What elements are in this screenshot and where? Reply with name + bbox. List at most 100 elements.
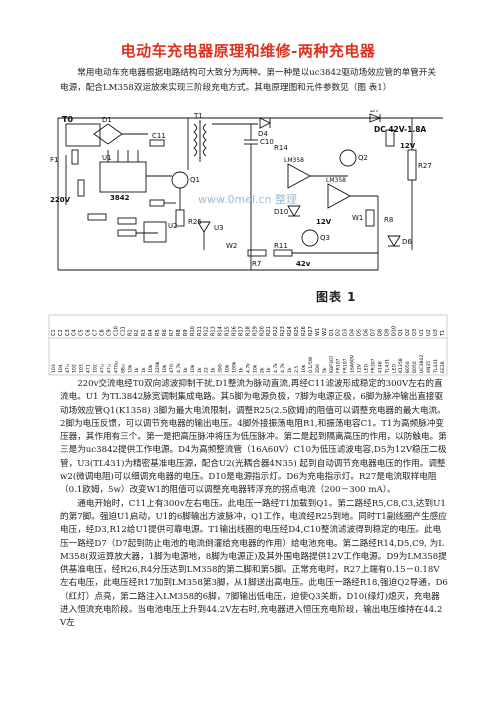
component-value: K1358 bbox=[398, 358, 404, 373]
component-value: EE28 bbox=[440, 361, 446, 373]
component-ref: R2 bbox=[134, 329, 140, 336]
component-value: TL431 bbox=[433, 359, 439, 374]
component-value: 1k bbox=[211, 367, 217, 373]
component-ref: Q2 bbox=[405, 329, 411, 336]
component-ref: D6 bbox=[363, 329, 369, 336]
label-t0: T0 bbox=[62, 115, 73, 124]
component-ref: D7 bbox=[370, 329, 376, 336]
component-value: 103 bbox=[79, 364, 85, 373]
component-ref: R10 bbox=[190, 326, 196, 336]
component-ref: R23 bbox=[280, 326, 286, 336]
label-c11: C11 bbox=[152, 132, 166, 140]
label-w1: W1 bbox=[352, 214, 363, 222]
label-q2: Q2 bbox=[358, 154, 368, 162]
component-value: 1k bbox=[238, 367, 244, 373]
component-value: 1k bbox=[287, 367, 293, 373]
component-value: 47u bbox=[99, 364, 105, 373]
component-value: 0.1/5W bbox=[308, 356, 314, 373]
label-d10: D10 bbox=[274, 208, 288, 216]
component-value: 1k bbox=[183, 367, 189, 373]
component-value: 1k bbox=[141, 367, 147, 373]
component-value: 8050 bbox=[412, 361, 418, 373]
component-value: 100k bbox=[231, 361, 237, 373]
component-value: 390 bbox=[218, 364, 224, 373]
label-r7: R7 bbox=[252, 260, 261, 268]
component-ref: D4 bbox=[350, 329, 356, 336]
label-d4: D4 bbox=[258, 130, 268, 138]
component-ref: R5 bbox=[155, 329, 161, 336]
component-ref: R4 bbox=[148, 329, 154, 336]
component-value: TL431 bbox=[384, 359, 390, 374]
component-ref: R21 bbox=[266, 326, 272, 336]
component-value: 200 bbox=[315, 364, 321, 373]
component-ref: C1 bbox=[51, 329, 57, 336]
component-value: 12V bbox=[357, 363, 363, 373]
component-table-frame bbox=[48, 314, 448, 376]
component-ref: R19 bbox=[252, 326, 258, 336]
component-value: 10k bbox=[148, 364, 154, 373]
component-value: 10k bbox=[301, 364, 307, 373]
label-d6: D6 bbox=[402, 238, 412, 246]
component-ref: C4 bbox=[72, 329, 78, 336]
label-lm358-a: LM358 bbox=[284, 157, 304, 164]
component-ref: R6 bbox=[162, 329, 168, 336]
component-value: 4148 bbox=[377, 361, 383, 373]
component-ref: D5 bbox=[357, 329, 363, 336]
body-text: 220v交流电经T0双向滤波抑制干扰,D1整流为脉动直流,再经C11滤波形成稳定… bbox=[60, 378, 448, 631]
label-d1: D1 bbox=[102, 116, 112, 124]
component-table: C1103C2104C347uC4102C5103C6471C7102C847u… bbox=[48, 314, 448, 376]
component-ref: R22 bbox=[273, 326, 279, 336]
component-ref: R24 bbox=[287, 326, 293, 336]
component-ref: C7 bbox=[93, 329, 99, 336]
body-paragraph-2: 通电开始时，C11上有300v左右电压。此电压一路经T1加载到Q1。第二路经R5… bbox=[60, 498, 448, 629]
component-ref: R27 bbox=[308, 326, 314, 336]
label-r25: R25 bbox=[188, 218, 202, 226]
label-f1: F1 bbox=[50, 156, 58, 164]
component-value: LED bbox=[363, 364, 369, 373]
component-ref: D2 bbox=[336, 329, 342, 336]
component-ref: R8 bbox=[176, 329, 182, 336]
component-ref: U3 bbox=[433, 329, 439, 336]
component-value: 10k bbox=[162, 364, 168, 373]
component-value: 220k bbox=[155, 361, 161, 373]
component-ref: R7 bbox=[169, 329, 175, 336]
label-220v: 220V bbox=[50, 196, 71, 204]
component-ref: Q3 bbox=[412, 329, 418, 336]
component-value: KBP307 bbox=[329, 355, 335, 373]
component-ref: R15 bbox=[225, 326, 231, 336]
component-ref: D1 bbox=[329, 329, 335, 336]
component-ref: C8 bbox=[99, 329, 105, 336]
component-value: 2k bbox=[259, 367, 265, 373]
component-value: FR107 bbox=[336, 358, 342, 373]
component-ref: R1 bbox=[127, 329, 133, 336]
component-ref: R11 bbox=[197, 326, 203, 336]
component-ref: D8 bbox=[377, 329, 383, 336]
component-ref: W1 bbox=[315, 328, 321, 336]
component-ref: D3 bbox=[343, 329, 349, 336]
component-ref: D9 bbox=[384, 329, 390, 336]
label-12v-mid: 12V bbox=[316, 218, 332, 226]
component-ref: R3 bbox=[141, 329, 147, 336]
document-title: 电动车充电器原理和维修-两种充电器 bbox=[120, 42, 376, 60]
component-ref: C9 bbox=[106, 329, 112, 336]
label-u3: U3 bbox=[214, 224, 224, 232]
component-value: UC3842 bbox=[419, 355, 425, 373]
component-value: 10k bbox=[225, 364, 231, 373]
component-ref: C3 bbox=[65, 329, 71, 336]
component-ref: Q1 bbox=[398, 329, 404, 336]
label-w2: W2 bbox=[226, 242, 237, 250]
intro-paragraph: 常用电动车充电器根据电路结构可大致分为两种。第一种是以uc3842驱动场效应管的… bbox=[60, 68, 436, 93]
label-dc-out: DC 42V-1.8A bbox=[374, 125, 426, 134]
label-lm358-b: LM358 bbox=[326, 177, 346, 184]
label-r8: R8 bbox=[384, 216, 393, 224]
component-value: 68u bbox=[120, 364, 126, 373]
component-ref: C2 bbox=[58, 329, 64, 336]
component-ref: R26 bbox=[301, 326, 307, 336]
component-ref: C6 bbox=[86, 329, 92, 336]
component-value: 471 bbox=[86, 364, 92, 373]
label-d7: D7 bbox=[370, 110, 379, 114]
label-u1: U1 bbox=[102, 154, 112, 162]
component-value: 1k bbox=[197, 367, 203, 373]
body-paragraph-1: 220v交流电经T0双向滤波抑制干扰,D1整流为脉动直流,再经C11滤波形成稳定… bbox=[60, 379, 447, 496]
label-42v: 42v bbox=[296, 260, 311, 268]
